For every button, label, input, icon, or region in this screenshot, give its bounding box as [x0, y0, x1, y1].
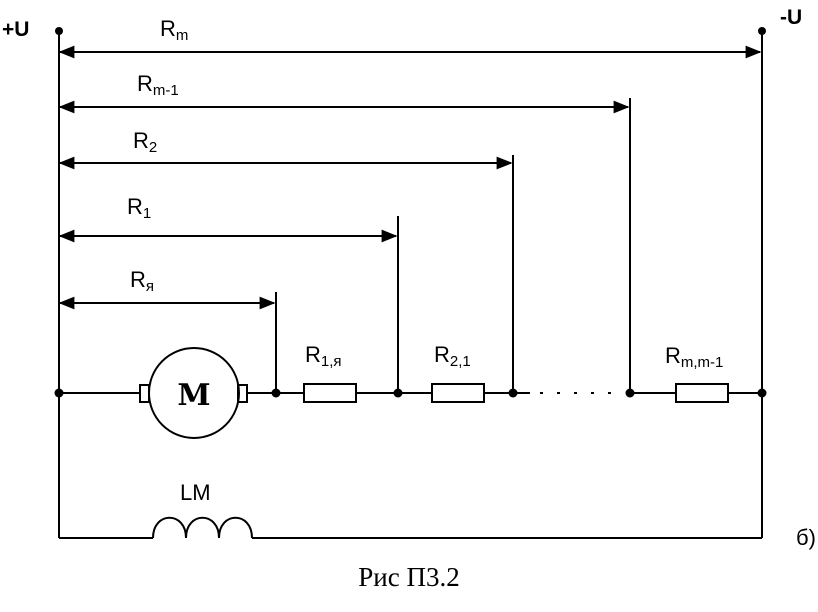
- r1ya-label: R1,я: [305, 342, 342, 370]
- junction-rm1: [625, 388, 635, 398]
- rmm1-label: Rm,m-1: [665, 343, 723, 371]
- rya-label: Rя: [130, 267, 154, 295]
- side-label: б): [796, 525, 816, 550]
- rm-label: Rm: [160, 16, 188, 44]
- motor-symbol: [148, 347, 240, 439]
- resistor-r21: [431, 383, 485, 403]
- plus-u-terminal-label: +U: [2, 18, 29, 41]
- motor-label: M: [177, 378, 210, 413]
- field-coil-lm: [152, 516, 253, 539]
- junction-r2: [508, 388, 518, 398]
- junction-left: [54, 388, 64, 398]
- junction-r1: [393, 388, 403, 398]
- r2-label: R2: [133, 128, 157, 156]
- resistor-rmm1: [675, 383, 729, 403]
- junction-right: [757, 388, 767, 398]
- rm1-label: Rm-1: [137, 71, 179, 99]
- resistor-r1ya: [303, 383, 357, 403]
- r21-label: R2,1: [434, 342, 471, 370]
- lm-label: LM: [180, 480, 211, 505]
- motor-brush-left: [139, 384, 150, 403]
- figure-caption: Рис П3.2: [358, 562, 459, 592]
- minus-u-terminal-label: -U: [780, 6, 802, 29]
- junction-rya: [271, 388, 281, 398]
- r1-label: R1: [127, 194, 151, 222]
